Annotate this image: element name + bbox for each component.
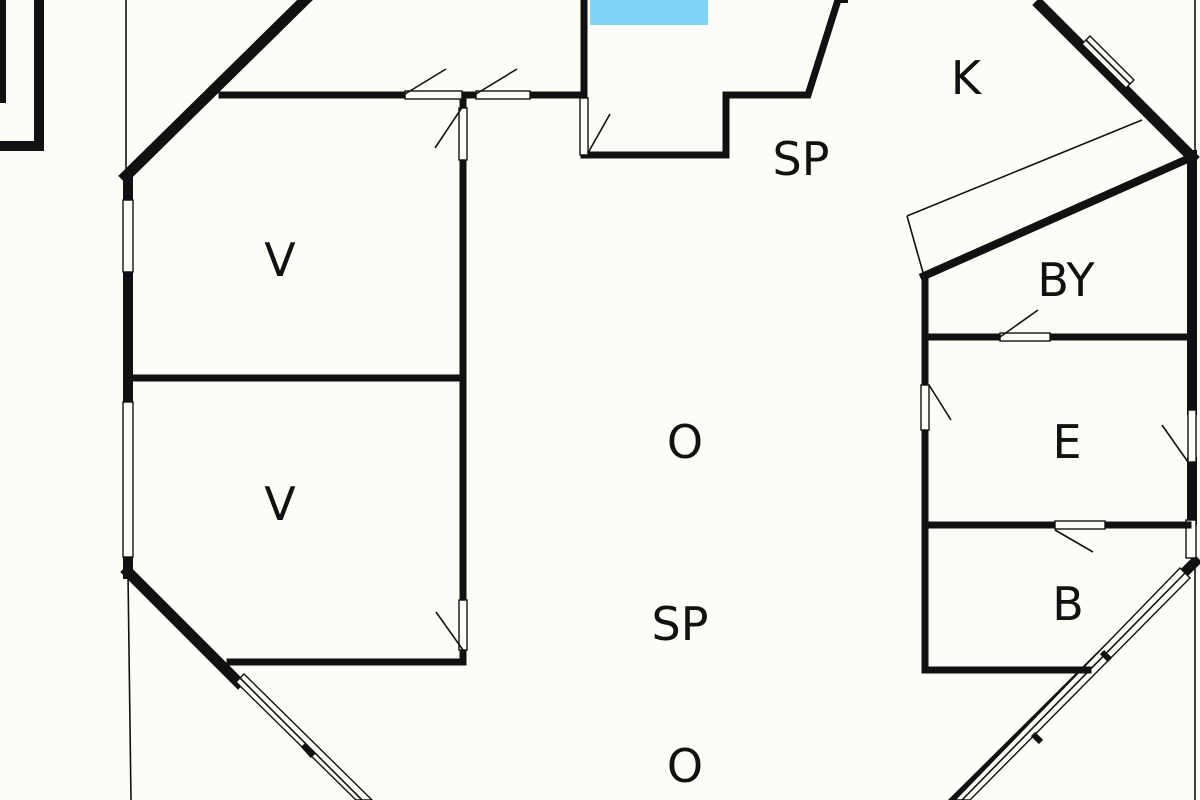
window-lower-left-diagonal	[235, 673, 373, 800]
window-left-upper	[122, 199, 134, 273]
room-label-by: BY	[1037, 253, 1095, 307]
terrace-outline	[125, 0, 1196, 800]
door-bedroom-lower	[458, 599, 468, 651]
window-lower-right-diagonal	[954, 567, 1191, 800]
room-label-k: K	[951, 51, 983, 105]
window-left-lower	[122, 401, 134, 558]
door-by	[999, 332, 1051, 342]
door-entry-left	[404, 90, 463, 100]
windows	[122, 35, 1197, 800]
room-label-b: B	[1052, 577, 1084, 631]
room-label-o-upper: O	[667, 415, 703, 469]
room-label-v-upper: V	[264, 233, 296, 287]
right-rooms-walls	[906, 119, 1198, 674]
room-label-e: E	[1052, 415, 1081, 469]
room-labels: K SP V V BY O E B SP O	[264, 51, 1095, 793]
room-label-sp-upper: SP	[773, 132, 830, 186]
left-annex-walls	[0, 0, 44, 151]
bedroom-walls	[128, 94, 467, 666]
water-feature	[590, 0, 708, 25]
window-right	[1185, 519, 1197, 559]
window-upper-right-diagonal	[1081, 35, 1135, 89]
door-e-left	[920, 384, 930, 431]
doors	[404, 68, 1197, 651]
room-label-sp-lower: SP	[652, 597, 709, 651]
door-e-right	[1187, 409, 1197, 463]
door-utility	[579, 97, 589, 156]
room-label-o-lower: O	[667, 739, 703, 793]
room-label-v-lower: V	[264, 477, 296, 531]
door-entry-right	[475, 90, 531, 100]
door-hall	[458, 107, 468, 161]
door-b	[1054, 520, 1106, 530]
